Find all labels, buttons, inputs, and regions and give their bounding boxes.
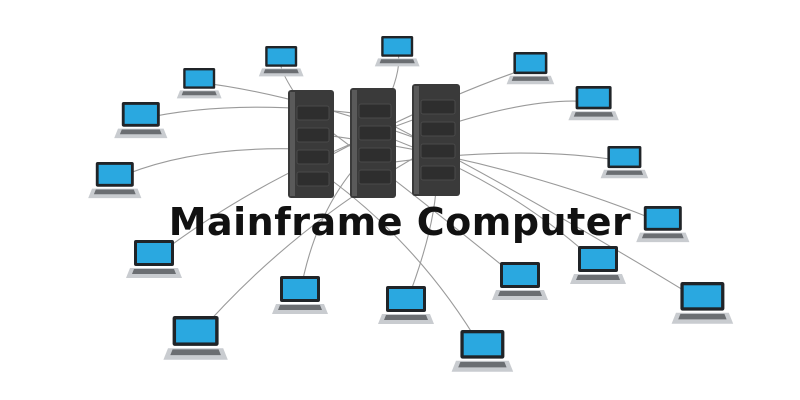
laptop-keyboard	[498, 291, 542, 296]
server-left	[288, 90, 334, 198]
drive-bay	[358, 125, 392, 141]
laptop-screen	[578, 88, 609, 107]
laptop-keyboard	[605, 170, 644, 175]
cable-14	[372, 131, 599, 265]
drive-bay	[296, 149, 330, 165]
laptop-6	[568, 86, 619, 121]
cable-5	[140, 106, 374, 120]
laptop-4	[506, 52, 555, 85]
laptops	[88, 36, 734, 372]
laptop-screen	[267, 48, 295, 65]
laptop-keyboard	[170, 349, 221, 356]
cable-8	[372, 152, 625, 166]
laptop-screen	[609, 148, 639, 166]
server-middle	[350, 88, 396, 198]
drive-bay	[296, 127, 330, 143]
laptop-screen	[137, 243, 171, 263]
laptop-8	[600, 146, 649, 179]
laptop-screen	[683, 285, 722, 308]
laptop-7	[88, 162, 142, 199]
laptop-10	[636, 206, 690, 243]
drive-bay	[296, 105, 330, 121]
drive-bay	[358, 147, 392, 163]
laptop-keyboard	[576, 275, 620, 280]
laptop-13	[492, 262, 548, 300]
laptop-keyboard	[93, 189, 136, 195]
servers	[288, 84, 460, 198]
drive-bay	[420, 99, 456, 115]
drive-bay	[358, 103, 392, 119]
laptop-keyboard	[263, 69, 299, 74]
laptop-keyboard	[641, 233, 684, 239]
laptop-15	[163, 316, 228, 360]
laptop-9	[126, 240, 182, 278]
laptop-screen	[383, 38, 411, 55]
laptop-keyboard	[181, 91, 217, 96]
cable-7	[114, 148, 312, 180]
laptop-5	[114, 102, 168, 139]
laptop-keyboard	[384, 315, 428, 320]
laptop-14	[570, 246, 626, 284]
laptop-17	[671, 282, 734, 324]
server-right	[412, 84, 460, 196]
laptop-keyboard	[458, 361, 507, 368]
laptop-keyboard	[132, 269, 176, 274]
cable-16	[310, 165, 483, 351]
laptop-screen	[124, 104, 157, 124]
laptop-keyboard	[119, 129, 162, 135]
laptop-11	[272, 276, 328, 314]
laptop-screen	[503, 265, 537, 285]
drive-bay	[420, 165, 456, 181]
laptop-keyboard	[511, 76, 550, 81]
laptop-keyboard	[278, 305, 322, 310]
drive-bay	[296, 171, 330, 187]
laptop-screen	[515, 54, 545, 72]
laptop-12	[378, 286, 434, 324]
laptop-1	[258, 46, 304, 77]
laptop-2	[374, 36, 420, 67]
laptop-screen	[176, 319, 216, 343]
laptop-screen	[646, 208, 679, 228]
diagram-title: Mainframe Computer	[168, 200, 632, 244]
laptop-screen	[185, 70, 213, 87]
laptop-keyboard	[379, 59, 415, 64]
laptop-screen	[581, 249, 615, 269]
drive-bay	[420, 121, 456, 137]
laptop-screen	[98, 164, 131, 184]
laptop-screen	[283, 279, 317, 299]
laptop-keyboard	[678, 313, 727, 320]
drive-bay	[420, 143, 456, 159]
drive-bay	[358, 169, 392, 185]
laptop-screen	[389, 289, 423, 309]
laptop-16	[451, 330, 514, 372]
laptop-screen	[463, 333, 502, 356]
laptop-keyboard	[573, 112, 614, 117]
cable-15	[195, 145, 437, 338]
laptop-3	[176, 68, 222, 99]
